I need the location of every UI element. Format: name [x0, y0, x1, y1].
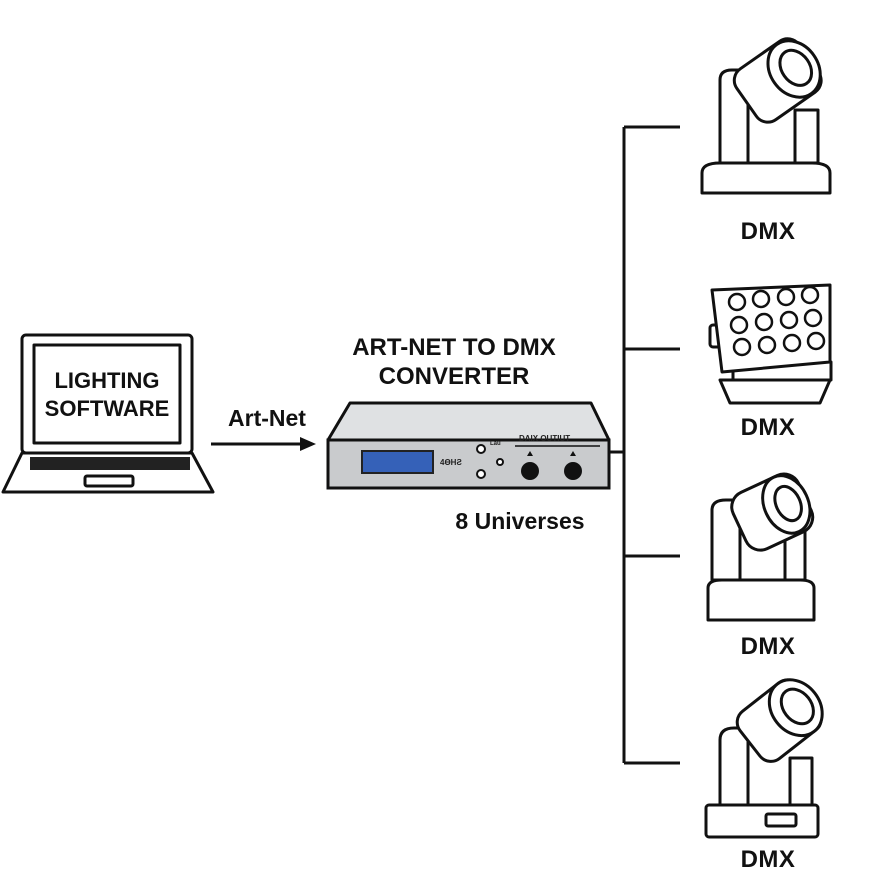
panel-small-label: 4ӨHƧ	[440, 458, 462, 467]
laptop-keyboard	[30, 457, 190, 470]
fixture-label: DMX	[740, 633, 796, 660]
lcd-display	[361, 450, 434, 474]
panel-led-icon	[496, 458, 504, 466]
laptop-screen-line1: LIGHTING	[54, 368, 160, 393]
art-net-arrow	[211, 437, 316, 451]
panel-tiny-label: Lau	[490, 441, 501, 447]
laptop-touchpad	[83, 474, 135, 488]
dmx-output-knob-icon	[521, 462, 539, 480]
dmx-output-knob-icon	[564, 462, 582, 480]
fixture-label: DMX	[740, 218, 796, 245]
converter-title-line1: ART-NET TO DMX	[352, 334, 556, 361]
universes-label: 8 Universes	[455, 508, 585, 534]
converter-title-line2: CONVERTER	[378, 363, 530, 390]
panel-led-icon	[476, 444, 486, 454]
output-indicator-icon	[527, 451, 533, 456]
moving-head-icon	[706, 472, 816, 622]
fixture-label: DMX	[740, 414, 796, 441]
art-net-link-label: Art-Net	[228, 405, 306, 431]
moving-head-icon	[700, 37, 832, 195]
led-panel-icon	[708, 283, 833, 405]
dmx-bus-lines	[609, 125, 680, 765]
converter-device-icon	[326, 401, 611, 490]
fixture-label: DMX	[740, 846, 796, 873]
panel-led-icon	[476, 469, 486, 479]
output-indicator-icon	[570, 451, 576, 456]
moving-head-icon	[704, 678, 824, 839]
laptop-icon	[1, 333, 215, 494]
panel-output-label: DAIX OUTIUT	[519, 434, 571, 443]
laptop-screen-line2: SOFTWARE	[44, 396, 170, 421]
laptop-screen	[32, 343, 182, 445]
